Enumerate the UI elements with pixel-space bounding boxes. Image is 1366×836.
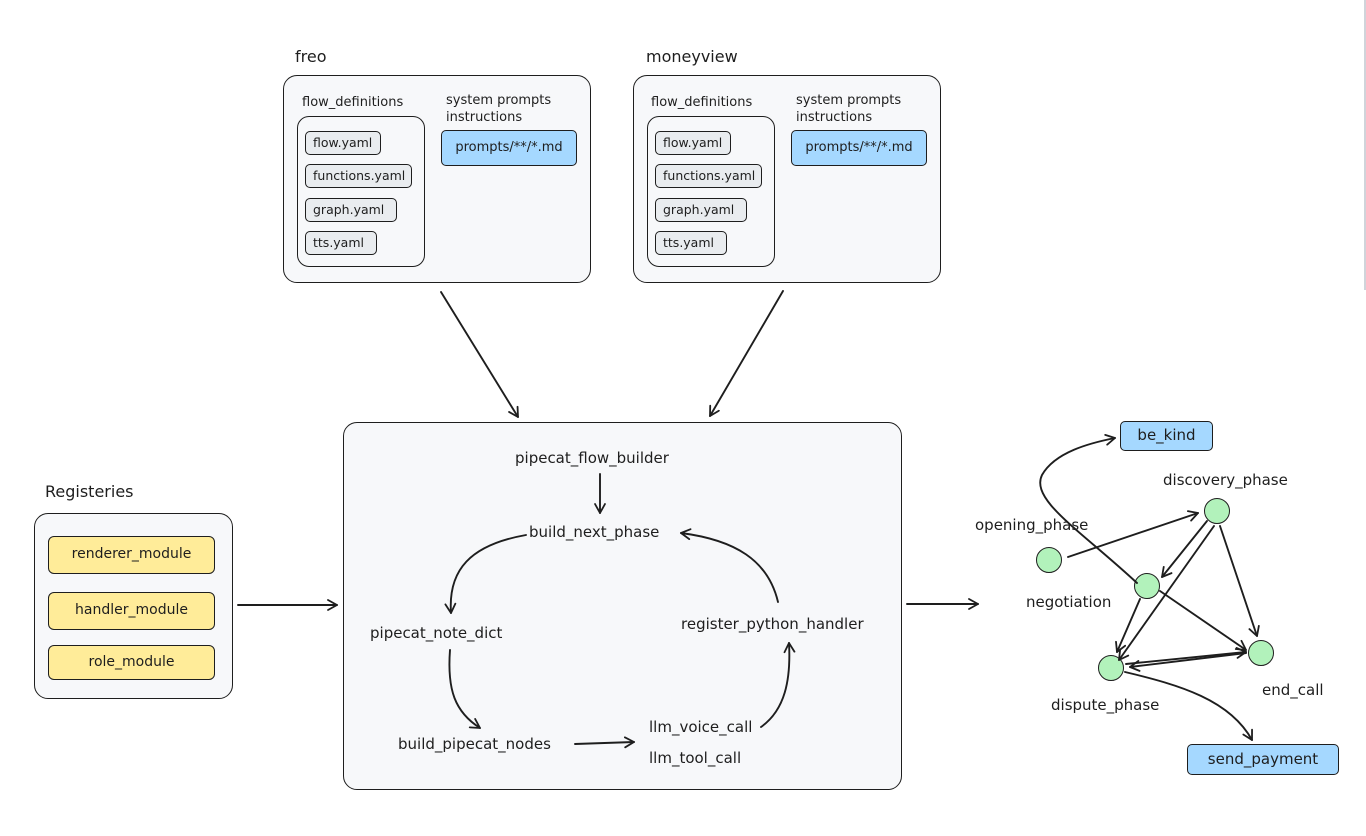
be-kind-box: be_kind: [1120, 421, 1213, 451]
edge-discovery-to-endcall: [1219, 525, 1260, 637]
edge-negotiation-to-dispute: [1115, 598, 1141, 653]
file-functions-yaml: functions.yaml: [305, 164, 412, 188]
node-end-call: [1248, 640, 1274, 666]
edge-negotiation-to-endcall: [1159, 590, 1247, 651]
file-tts-yaml: tts.yaml: [305, 231, 377, 255]
pipecat-flow-builder: pipecat_flow_builder: [515, 449, 669, 467]
register-python-handler: register_python_handler: [681, 615, 864, 633]
flow-definitions-label: flow_definitions: [651, 95, 753, 110]
edge-negotiation-to-bekind: [1039, 433, 1138, 584]
node-opening-phase: [1036, 547, 1062, 573]
edge-dispute-to-endcall: [1125, 647, 1247, 665]
send-payment-box: send_payment: [1187, 744, 1339, 775]
node-negotiation: [1134, 573, 1160, 599]
prompts-label: system prompts instructions: [446, 93, 552, 125]
file-flow-yaml: flow.yaml: [305, 131, 381, 155]
edge-dispute-to-sendpayment: [1124, 671, 1253, 741]
handler-module: handler_module: [48, 592, 215, 630]
pipecat-note-dict: pipecat_note_dict: [370, 624, 503, 642]
arrow-buildnodes-to-voicecall: [574, 736, 635, 749]
arrow-nextphase-to-notedict: [444, 534, 527, 614]
node-discovery-phase: [1204, 498, 1230, 524]
builder-box: [343, 422, 902, 790]
repo-title-freo: freo: [295, 47, 327, 66]
arrow-freo-to-builder: [440, 291, 519, 418]
flow-definitions-label: flow_definitions: [302, 95, 404, 110]
negotiation-label: negotiation: [1026, 593, 1112, 611]
arrow-voicecall-to-register: [760, 642, 796, 728]
file-functions-yaml: functions.yaml: [655, 164, 762, 188]
vertical-scrollbar[interactable]: [1364, 0, 1366, 290]
registries-title: Registeries: [45, 482, 134, 501]
role-module: role_module: [48, 645, 215, 680]
file-graph-yaml: graph.yaml: [305, 198, 397, 222]
opening-phase-label: opening_phase: [975, 516, 1089, 534]
build-next-phase: build_next_phase: [529, 523, 660, 541]
edge-discovery-to-negotiation: [1161, 520, 1208, 578]
renderer-module: renderer_module: [48, 536, 215, 574]
end-call-label: end_call: [1262, 681, 1324, 699]
build-pipecat-nodes: build_pipecat_nodes: [398, 735, 551, 753]
prompts-file: prompts/**/*.md: [441, 130, 577, 166]
edge-opening-to-discovery: [1067, 510, 1199, 558]
llm-voice-call: llm_voice_call: [649, 718, 753, 736]
file-tts-yaml: tts.yaml: [655, 231, 727, 255]
llm-tool-call: llm_tool_call: [649, 749, 742, 767]
prompts-label: system prompts instructions: [796, 93, 902, 125]
arrow-register-to-nextphase: [680, 528, 779, 603]
file-graph-yaml: graph.yaml: [655, 198, 747, 222]
file-flow-yaml: flow.yaml: [655, 131, 731, 155]
arrow-moneyview-to-builder: [709, 290, 784, 417]
repo-title-moneyview: moneyview: [646, 47, 738, 66]
dispute-phase-label: dispute_phase: [1051, 696, 1160, 714]
arrow-notedict-to-buildnodes: [448, 649, 481, 729]
edge-endcall-to-dispute: [1129, 652, 1247, 672]
discovery-phase-label: discovery_phase: [1163, 471, 1288, 489]
edge-discovery-to-dispute: [1118, 525, 1215, 661]
prompts-file: prompts/**/*.md: [791, 130, 927, 166]
